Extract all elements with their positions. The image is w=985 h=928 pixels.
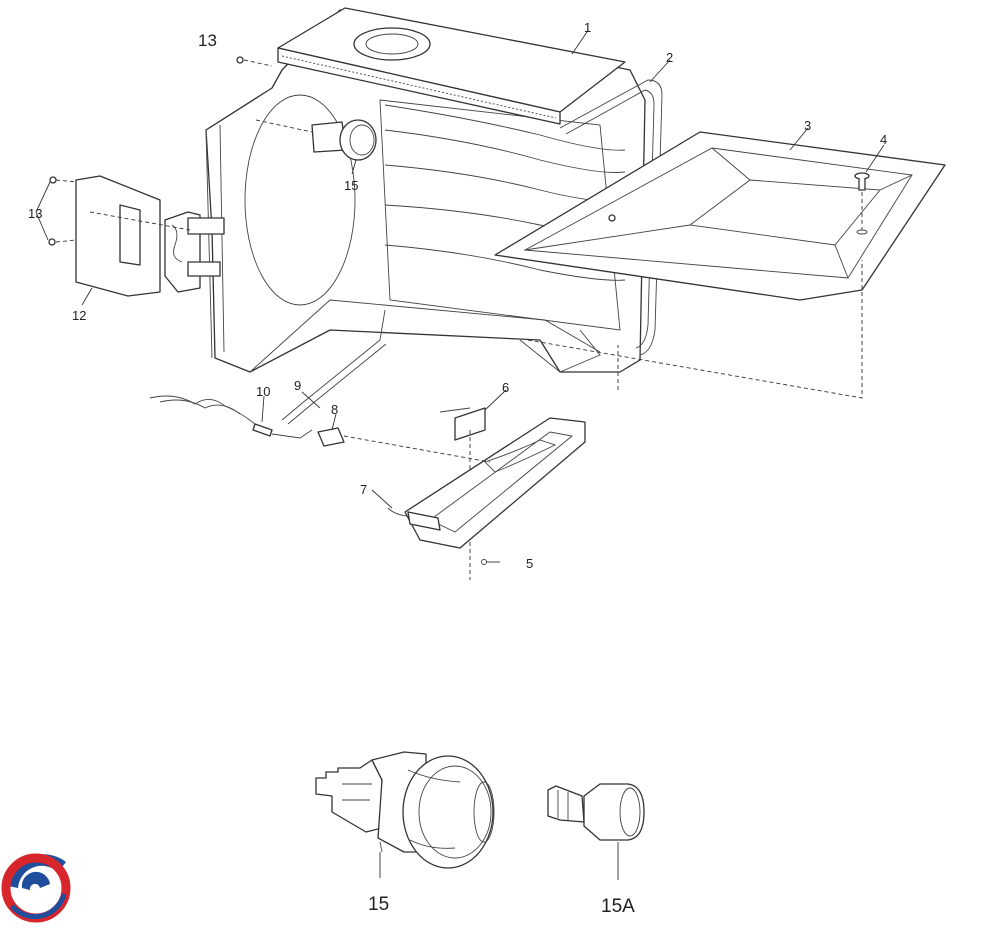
label-part-4: 4 <box>880 132 887 147</box>
label-part-13-left: 13 <box>28 206 42 221</box>
lower-element-tray <box>387 417 586 565</box>
detail-part-15A: 15A <box>547 783 645 917</box>
label-part-5: 5 <box>526 556 533 571</box>
label-part-10: 10 <box>256 384 270 399</box>
label-part-3: 3 <box>804 118 811 133</box>
part-4-screw <box>854 172 870 235</box>
wiring-and-sensor <box>149 309 491 463</box>
label-part-9: 9 <box>294 378 301 393</box>
label-part-8: 8 <box>331 402 338 417</box>
detail-part-15: 15 <box>315 751 495 915</box>
label-part-7: 7 <box>360 482 367 497</box>
callout-labels: 1 2 3 4 5 6 7 8 9 10 12 13 13 15 <box>28 20 887 571</box>
label-part-12: 12 <box>72 308 86 323</box>
label-part-6: 6 <box>502 380 509 395</box>
leader-lines <box>35 31 885 563</box>
part-12-side-bracket <box>55 175 225 297</box>
detail-label-15: 15 <box>368 894 389 915</box>
part-3-tray <box>494 131 946 301</box>
label-part-1: 1 <box>584 20 591 35</box>
label-part-13-top: 13 <box>198 31 217 50</box>
brand-swirl-logo-icon <box>1 853 71 923</box>
part-6-bracket <box>439 407 486 580</box>
part-13-screws <box>48 56 273 246</box>
label-part-15: 15 <box>344 178 358 193</box>
detail-label-15A: 15A <box>601 896 635 917</box>
part-1-top-insulation <box>277 7 626 125</box>
part-2-gasket <box>559 79 663 356</box>
assembly-guides <box>527 260 863 399</box>
part-15-lamp-holder <box>255 119 377 161</box>
label-part-2: 2 <box>666 50 673 65</box>
